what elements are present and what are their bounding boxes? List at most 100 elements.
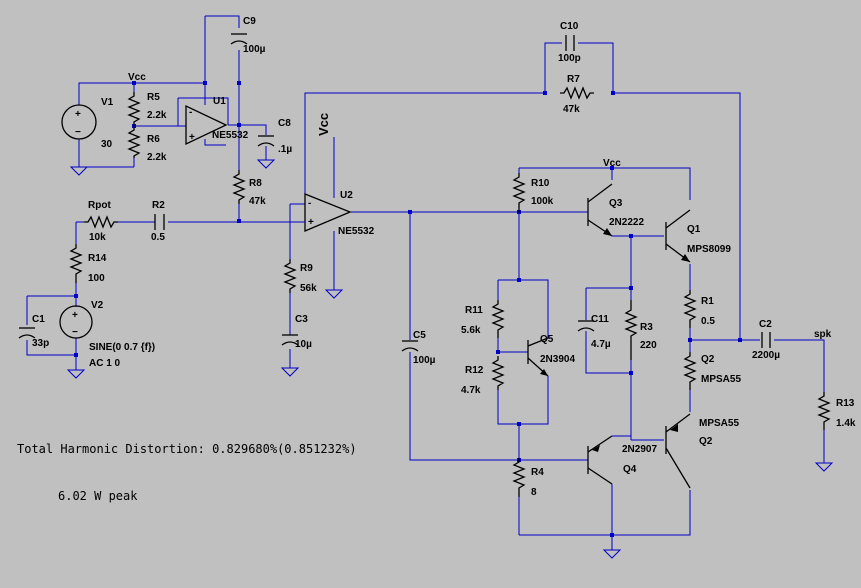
resistor-r4[interactable] <box>817 392 831 430</box>
resistor-r5[interactable] <box>512 173 526 212</box>
rpot-ref: Rpot <box>88 200 111 211</box>
r9-value: 47k <box>563 104 580 115</box>
r5-value: 100k <box>531 196 554 207</box>
spk-net-label: spk <box>814 329 832 340</box>
capacitor-c1[interactable] <box>18 327 36 339</box>
resistor-r1[interactable] <box>683 290 697 328</box>
r8-value: 2.2k <box>147 152 167 163</box>
vcc-label-top: Vcc <box>128 72 146 83</box>
opamp-u2[interactable]: - + <box>304 193 352 232</box>
resistor-rpot[interactable] <box>84 215 118 229</box>
thd-readout: Total Harmonic Distortion: 0.829680%(0.8… <box>17 442 357 456</box>
r2-value: MPSA55 <box>701 374 741 385</box>
c7-value: .1µ <box>278 144 292 155</box>
c3-value: 10µ <box>295 339 312 350</box>
c5-value: 100µ <box>413 355 436 366</box>
resistor-r12[interactable] <box>491 300 505 338</box>
r1-ref: R1 <box>701 296 714 307</box>
u2-minus-pin: - <box>308 198 311 209</box>
v2-plus-sign: + <box>72 310 78 321</box>
voltage-source-v2[interactable]: + − <box>59 305 93 339</box>
capacitor-c9[interactable] <box>577 320 595 332</box>
v1-value: 30 <box>101 139 113 150</box>
r9-ref: R7 <box>567 74 580 85</box>
capacitor-c7[interactable] <box>257 135 275 160</box>
q2-ref: Q2 <box>699 436 713 447</box>
capacitor-c8[interactable] <box>230 33 248 45</box>
q1-value: MPS8099 <box>687 244 731 255</box>
q4-ref: Q4 <box>623 464 637 475</box>
c10-ref: C10 <box>560 21 579 32</box>
c2-value: 2200µ <box>752 350 780 361</box>
r10-ref: R8 <box>249 178 262 189</box>
c1-value: 33p <box>32 338 49 349</box>
c8-value: 100µ <box>243 44 266 55</box>
voltage-source-v1[interactable]: + − <box>61 104 97 140</box>
r7-value: 2.2k <box>147 110 167 121</box>
capacitor-c10[interactable] <box>565 35 575 51</box>
resistor-r11[interactable] <box>283 259 297 293</box>
q5-value: 2N3904 <box>540 354 575 365</box>
r13-value: 4.7k <box>461 385 481 396</box>
c7-ref: C8 <box>278 118 291 129</box>
resistor-r8[interactable] <box>127 126 141 158</box>
resistor-r10[interactable] <box>232 170 246 204</box>
r8-ref: R6 <box>147 134 160 145</box>
v2-ref: V2 <box>91 300 104 311</box>
r13-ref: R12 <box>465 365 484 376</box>
resistor-r14[interactable] <box>69 244 83 283</box>
u1-value: NE5532 <box>212 130 249 141</box>
v1-minus-sign: − <box>75 127 81 138</box>
resistor-r9[interactable] <box>560 86 594 100</box>
capacitor-c2[interactable] <box>761 332 771 348</box>
resistor-r13[interactable] <box>491 356 505 390</box>
resistor-r6[interactable] <box>512 458 526 497</box>
u1-minus-pin: - <box>189 107 192 118</box>
r14-ref: R14 <box>88 253 107 264</box>
r6-value: 8 <box>531 487 537 498</box>
transistor-q4[interactable] <box>587 435 613 485</box>
c3-ref: C3 <box>295 314 308 325</box>
r3-ref: R3 <box>640 322 653 333</box>
transistor-q5[interactable] <box>527 337 549 377</box>
wires <box>26 15 825 550</box>
r1-value: 0.5 <box>701 316 715 327</box>
rpot-value: 10k <box>89 232 106 243</box>
q4-value: 2N2907 <box>622 444 657 455</box>
u1-plus-pin: + <box>189 132 195 143</box>
transistor-q2[interactable] <box>665 413 691 489</box>
c2-ref: C2 <box>759 319 772 330</box>
u1-ref: U1 <box>213 96 226 107</box>
v2-value: SINE(0 0.7 {f}) <box>89 342 155 353</box>
transistor-q3[interactable] <box>586 183 613 237</box>
resistor-r2[interactable] <box>683 352 697 390</box>
c5-ref: C5 <box>413 330 426 341</box>
power-readout: 6.02 W peak <box>58 489 138 503</box>
c8-ref: C9 <box>243 16 256 27</box>
opamp-u1[interactable]: - + <box>185 104 228 146</box>
r5-ref: R10 <box>531 178 550 189</box>
capacitor-c5[interactable] <box>401 340 419 352</box>
v2-minus-sign: − <box>72 327 78 338</box>
u2-value: NE5532 <box>338 226 375 237</box>
r10-value: 47k <box>249 196 266 207</box>
capacitor-c3[interactable] <box>281 334 299 346</box>
c10-value: 100p <box>558 53 581 64</box>
c11-ref: R2 <box>152 200 165 211</box>
resistor-r3[interactable] <box>624 300 638 360</box>
r2-ref: Q2 <box>701 354 715 365</box>
v2-value2: AC 1 0 <box>89 358 121 369</box>
c9-value: 4.7µ <box>591 339 611 350</box>
resistor-r7[interactable] <box>127 92 141 126</box>
c1-ref: C1 <box>32 314 45 325</box>
r7-ref: R5 <box>147 92 160 103</box>
c9-ref: C11 <box>591 314 609 325</box>
q1-ref: Q1 <box>687 224 701 235</box>
capacitor-c11[interactable] <box>154 214 165 230</box>
r14-value: 100 <box>88 273 105 284</box>
junctions <box>74 81 742 537</box>
vcc-label-u2: Vcc <box>316 113 331 136</box>
transistor-q1[interactable] <box>665 209 691 263</box>
vcc-label-q3: Vcc <box>603 158 621 169</box>
